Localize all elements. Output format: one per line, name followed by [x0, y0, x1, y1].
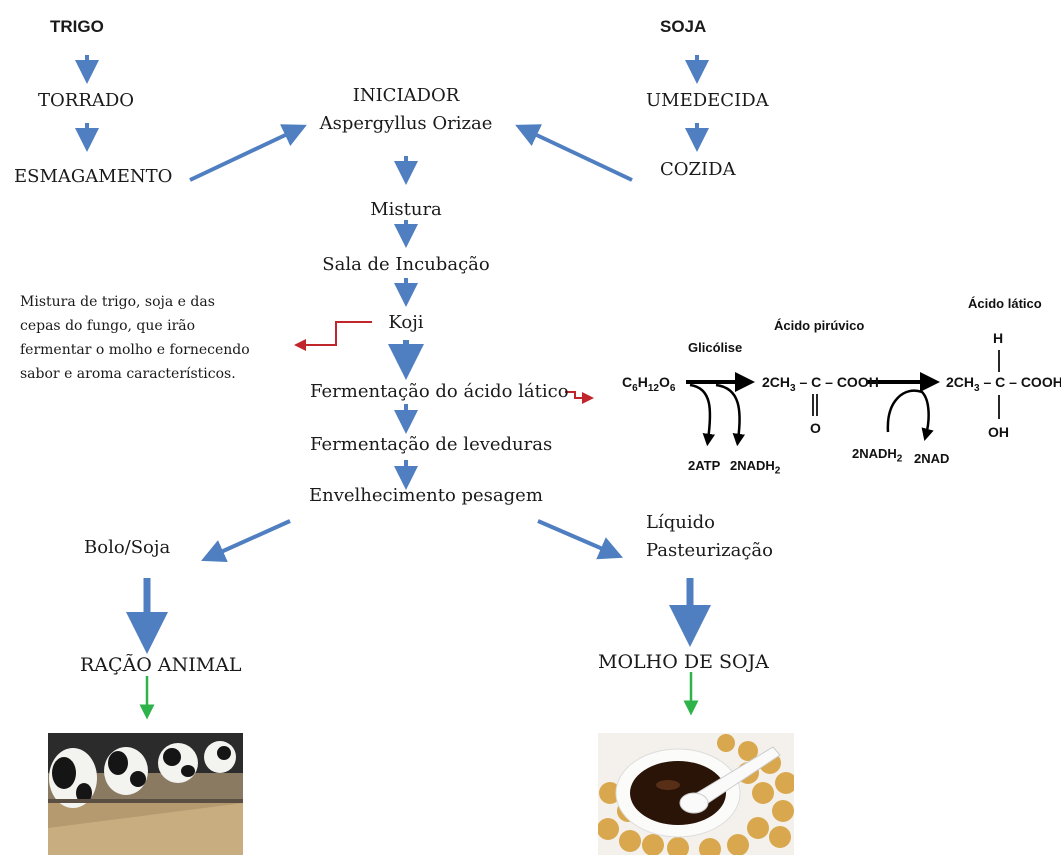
acido-piruvico-label: Ácido pirúvico — [774, 318, 865, 333]
arrow-lactic-to-reaction — [565, 391, 594, 404]
aging-step: Envelhecimento pesagem — [309, 485, 543, 506]
glucose-c: C — [622, 374, 633, 390]
pasteurizacao-step: Pasteurização — [646, 540, 773, 561]
yeast-fermentation-step: Fermentação de leveduras — [310, 434, 553, 455]
liquido-step: Líquido — [646, 512, 715, 533]
lactic-fermentation-step: Fermentação do ácido lático — [310, 381, 569, 402]
koji-description: Mistura de trigo, soja e das cepas do fu… — [20, 290, 280, 386]
nad-out-label: 2NAD — [914, 451, 950, 466]
arrow-aging-to-liquido — [537, 519, 624, 560]
koji-note-line-1: Mistura de trigo, soja e das — [20, 294, 215, 310]
soy-sauce-spoon-photo — [598, 733, 794, 855]
mistura-step: Mistura — [370, 199, 442, 220]
glucose-o: O — [658, 374, 670, 390]
lactate-bond-bottom — [998, 395, 1000, 419]
cozida-step: COZIDA — [660, 159, 736, 180]
pyruvate-oxygen: O — [810, 420, 821, 436]
soja-title: SOJA — [660, 17, 707, 36]
koji-note-line-2: cepas do fungo, que irão — [20, 318, 196, 334]
lactate-bond-top — [998, 350, 1000, 372]
pyruvate-prefix: 2CH — [762, 374, 791, 390]
nadh-in-text: 2NADH — [852, 446, 897, 461]
pyruvate-sub: 3 — [790, 382, 796, 394]
arrow-cozida-to-iniciador — [515, 124, 633, 182]
arrow-esmagamento-to-iniciador — [189, 124, 307, 182]
cows-photo-illustration — [48, 733, 243, 855]
cows-feeding-photo — [48, 733, 243, 855]
atp-label: 2ATP — [688, 458, 721, 473]
acido-latico-label: Ácido lático — [968, 296, 1042, 311]
umedecida-step: UMEDECIDA — [646, 90, 769, 111]
nadh-out-sub: 2 — [774, 465, 781, 477]
molho-de-soja-label: MOLHO DE SOJA — [598, 651, 769, 673]
glucose-c-sub: 6 — [632, 382, 638, 394]
iniciador-label: INICIADOR — [352, 85, 460, 106]
glucose-h: H — [637, 374, 648, 390]
carbonyl-double-bond — [812, 394, 818, 416]
pyruvate-chain: – C – COOH — [799, 374, 879, 390]
lactate-hydrogen: H — [993, 330, 1004, 346]
pyruvate-formula: 2CH3 – C – COOH — [762, 374, 879, 394]
nadh-out-label: 2NADH2 — [730, 458, 780, 477]
arrow-koji-to-note — [294, 321, 372, 351]
glicolise-label: Glicólise — [688, 340, 743, 355]
trigo-title: TRIGO — [50, 17, 104, 36]
torrado-step: TORRADO — [38, 90, 135, 111]
nadh-in-sub: 2 — [896, 453, 903, 465]
koji-note-line-3: fermentar o molho e fornecendo — [20, 342, 250, 358]
racao-animal-label: RAÇÃO ANIMAL — [80, 654, 242, 676]
koji-step: Koji — [388, 312, 424, 333]
incubacao-step: Sala de Incubação — [322, 254, 490, 275]
lactate-chain: – C – COOH — [983, 374, 1061, 390]
lactate-formula: 2CH3 – C – COOH — [946, 374, 1061, 394]
lactate-sub: 3 — [974, 382, 980, 394]
bolo-soja-step: Bolo/Soja — [84, 537, 171, 558]
lactate-prefix: 2CH — [946, 374, 975, 390]
arrow-aging-to-bolo — [201, 519, 291, 563]
nadh-out-text: 2NADH — [730, 458, 775, 473]
glucose-formula: C6H12O6 — [622, 374, 675, 394]
koji-note-line-4: sabor e aroma característicos. — [20, 366, 236, 382]
nadh-in-label: 2NADH2 — [852, 446, 902, 465]
glucose-h-sub: 12 — [647, 382, 659, 394]
esmagamento-step: ESMAGAMENTO — [14, 166, 173, 187]
soy-sauce-photo-illustration — [598, 733, 794, 855]
glucose-o-sub: 6 — [669, 382, 676, 394]
aspergyllus-label: Aspergyllus Orizae — [319, 113, 493, 134]
reaction-curved-arrows — [689, 383, 934, 447]
lactate-hydroxyl: OH — [988, 424, 1009, 440]
